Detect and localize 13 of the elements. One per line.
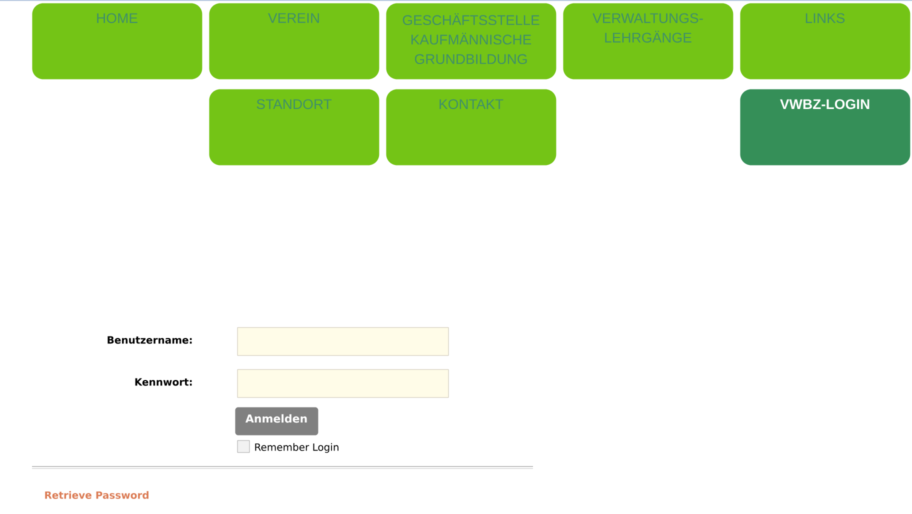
checkbox-label: Remember Login bbox=[255, 443, 338, 453]
field-label: Kennwort: bbox=[135, 378, 192, 386]
menu-tile: KONTAKT bbox=[386, 89, 556, 166]
menu-tile: HOME bbox=[32, 3, 202, 80]
menu-tile: GESCHÄFTSSTELLE KAUFMÄNNISCHE GRUNDBILDUNG bbox=[386, 3, 556, 80]
login-button: Anmelden bbox=[235, 407, 318, 436]
field-label: Benutzername: bbox=[108, 336, 192, 344]
menu-tile: VERWALTUNGS- LEHRGÄNGE bbox=[563, 3, 734, 80]
menu-tile: VWBZ-LOGIN bbox=[740, 89, 910, 166]
menu-tile: VEREIN bbox=[209, 3, 380, 80]
menu-tile: STANDORT bbox=[209, 89, 380, 166]
link: Retrieve Password bbox=[45, 491, 148, 499]
menu-tile: LINKS bbox=[740, 3, 910, 80]
